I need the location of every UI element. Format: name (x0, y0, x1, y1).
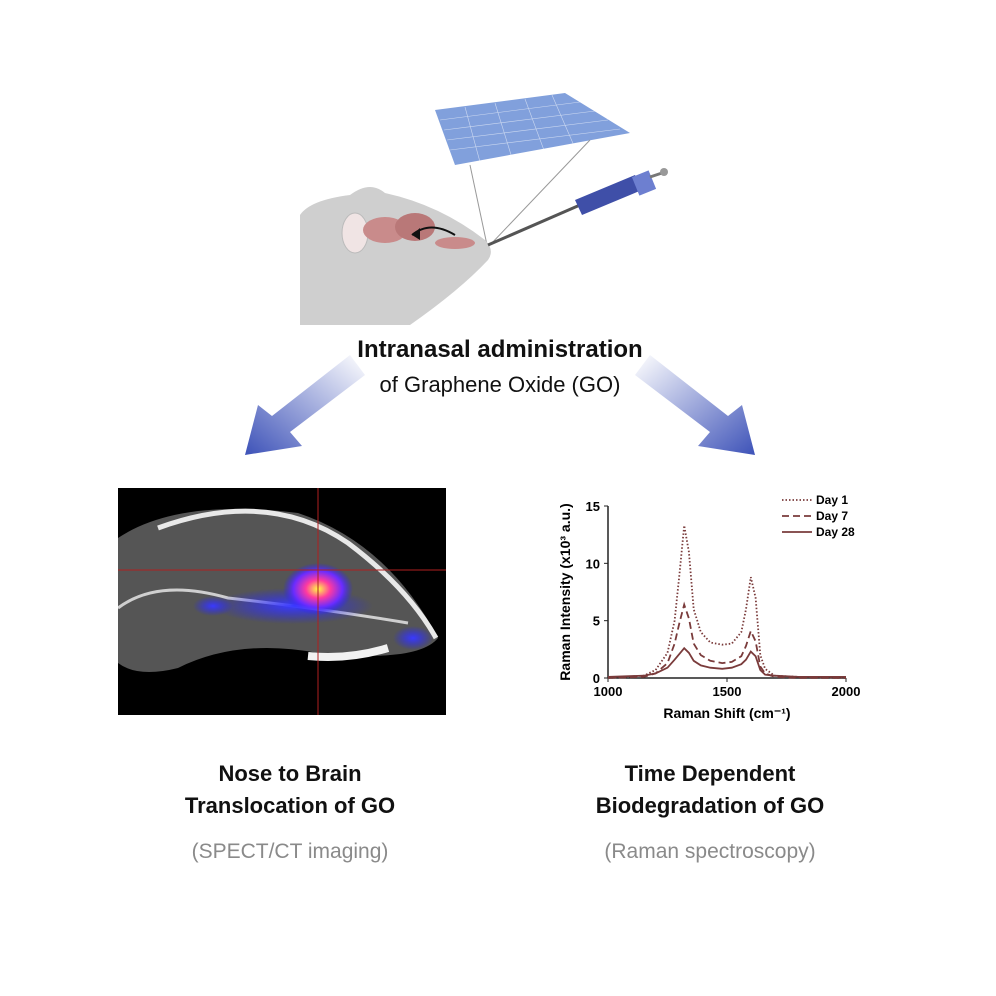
legend-label: Day 1 (816, 493, 848, 507)
brain (363, 213, 475, 249)
right-method: (Raman spectroscopy) (604, 840, 816, 863)
intranasal-illustration (300, 93, 668, 325)
left-caption-line2: Translocation of GO (184, 793, 396, 818)
administration-title: Intranasal administration (357, 336, 643, 363)
arrow-right-icon (635, 355, 755, 455)
series-line-day-7 (607, 601, 846, 679)
legend-label: Day 28 (816, 525, 855, 539)
y-tick-label: 15 (586, 499, 600, 514)
graphene-sheet (435, 93, 630, 165)
y-tick-label: 0 (593, 671, 600, 686)
series-line-day-1 (607, 525, 847, 679)
mouse-head (300, 186, 491, 325)
pipette (487, 168, 668, 247)
left-caption-line1: Nose to Brain (218, 761, 362, 786)
x-tick-label: 2000 (832, 684, 861, 699)
x-tick-label: 1000 (594, 684, 623, 699)
spect-ct-image (118, 488, 446, 715)
x-axis-title: Raman Shift (cm⁻¹) (663, 705, 790, 721)
right-caption-line1: Time Dependent (624, 761, 796, 786)
y-tick-label: 10 (586, 556, 600, 571)
y-tick-label: 5 (593, 614, 600, 629)
y-axis-title: Raman Intensity (x10³ a.u.) (557, 503, 573, 680)
arrow-left-icon (245, 355, 365, 455)
right-caption-line2: Biodegradation of GO (595, 793, 825, 818)
x-tick-label: 1500 (713, 684, 742, 699)
series-line-day-28 (607, 646, 846, 678)
left-method: (SPECT/CT imaging) (191, 840, 389, 863)
administration-subtitle: of Graphene Oxide (GO) (379, 372, 621, 397)
legend-label: Day 7 (816, 509, 848, 523)
